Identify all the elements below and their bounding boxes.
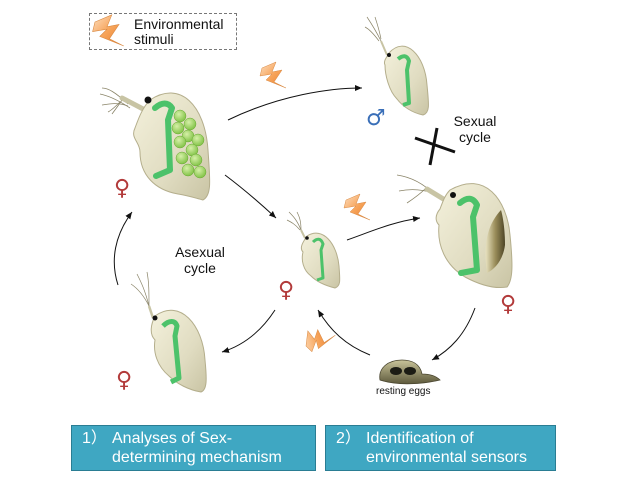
box-1-line-2: determining mechanism [112,449,282,466]
sexual-line-2: cycle [459,129,491,145]
lightning-bolt-icon [343,193,371,221]
research-box-1: 1） Analyses of Sex- determining mechanism [71,425,316,471]
asexual-cycle-label: Asexual cycle [160,244,240,276]
arrow-to-small-female [224,174,277,219]
resting-eggs-label: resting eggs [376,386,431,397]
asexual-line-1: Asexual [175,244,225,260]
research-box-2: 2） Identification of environmental sensor… [325,425,556,471]
female-symbol-icon: ♀ [278,278,295,303]
box-2-number: 2） [336,430,361,447]
arrow-to-male [227,85,363,121]
male-symbol-icon: ♂ [366,106,386,131]
resting-eggs-ephippium [379,359,441,385]
cross-mark [414,127,456,166]
arrow-to-sexual-female [346,216,421,241]
daphnia-female-with-eggs [99,87,211,201]
legend-line-1: Environmental [134,16,224,32]
asexual-line-2: cycle [184,260,216,276]
lightning-bolt-icon [259,61,287,89]
legend-label: Environmental stimuli [134,17,224,47]
arrow-bottom-to-top-female [113,211,133,286]
legend-line-2: stimuli [134,31,174,47]
box-2-line-2: environmental sensors [366,449,527,466]
box-1-number: 1） [82,430,107,447]
box-2-line-1: Identification of [366,430,474,447]
box-1-line-1: Analyses of Sex- [112,430,233,447]
arrow-small-to-bottom-female [221,309,276,353]
sexual-line-1: Sexual [453,113,497,129]
female-symbol-icon: ♀ [500,292,517,317]
female-symbol-icon: ♀ [114,176,131,201]
female-symbol-icon: ♀ [116,368,133,393]
daphnia-female-asexual [130,271,207,393]
daphnia-juvenile-female [286,211,341,289]
daphnia-male [364,16,429,116]
arrow-eggs-to-small-female [317,309,371,356]
legend-box: Environmental stimuli [89,13,237,50]
sexual-cycle-label: Sexual cycle [440,113,510,145]
daphnia-sexual-female [396,174,513,288]
arrow-to-resting-eggs [431,307,476,361]
